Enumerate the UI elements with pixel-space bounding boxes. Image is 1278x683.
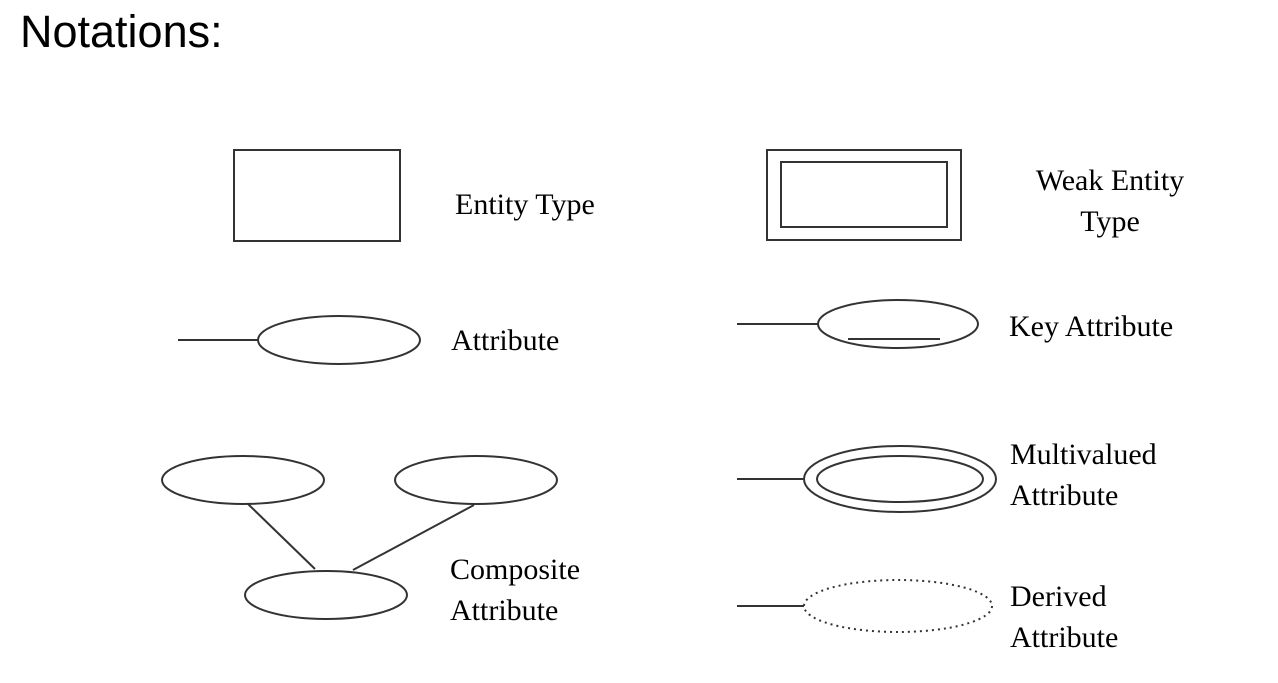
weak-entity-type-label: Weak Entity Type <box>1005 160 1215 242</box>
key-attribute-ellipse <box>817 299 979 349</box>
multivalued-attribute-label-line1: Multivalued <box>1010 438 1157 471</box>
weak-entity-outer-rect <box>766 149 962 241</box>
weak-entity-type-symbol <box>766 149 962 241</box>
composite-attribute-label: Composite Attribute <box>450 549 580 631</box>
derived-attribute-label-line1: Derived <box>1010 580 1107 613</box>
attribute-label: Attribute <box>451 324 560 357</box>
composite-attribute-symbol <box>161 455 558 620</box>
weak-entity-inner-rect <box>780 161 948 228</box>
composite-parent-ellipse <box>244 570 408 620</box>
multivalued-attribute-label-line2: Attribute <box>1010 479 1119 512</box>
multivalued-outer-ellipse <box>803 445 997 513</box>
attribute-symbol <box>178 315 421 365</box>
key-attribute-symbol <box>737 299 979 349</box>
page-title: Notations: <box>20 6 223 57</box>
multivalued-attribute-label: Multivalued Attribute <box>1010 434 1157 516</box>
composite-child-ellipse-right <box>394 455 558 505</box>
composite-attribute-label-line2: Attribute <box>450 594 559 627</box>
derived-attribute-label: Derived Attribute <box>1010 576 1118 658</box>
weak-entity-type-label-line2: Type <box>1080 205 1140 238</box>
derived-attribute-label-line2: Attribute <box>1010 621 1119 654</box>
composite-child-ellipse-left <box>161 455 325 505</box>
derived-attribute-symbol <box>737 579 993 633</box>
entity-type-label: Entity Type <box>455 188 595 221</box>
composite-attribute-label-line1: Composite <box>450 553 581 586</box>
composite-left-link <box>247 503 316 570</box>
derived-dashed-ellipse <box>803 579 993 633</box>
composite-right-link <box>352 504 475 571</box>
entity-type-symbol <box>233 149 401 242</box>
attribute-ellipse <box>257 315 421 365</box>
multivalued-attribute-symbol <box>737 445 997 513</box>
multivalued-inner-ellipse <box>816 455 984 503</box>
weak-entity-type-label-line1: Weak Entity <box>1035 164 1185 197</box>
key-attribute-label: Key Attribute <box>1009 310 1174 343</box>
